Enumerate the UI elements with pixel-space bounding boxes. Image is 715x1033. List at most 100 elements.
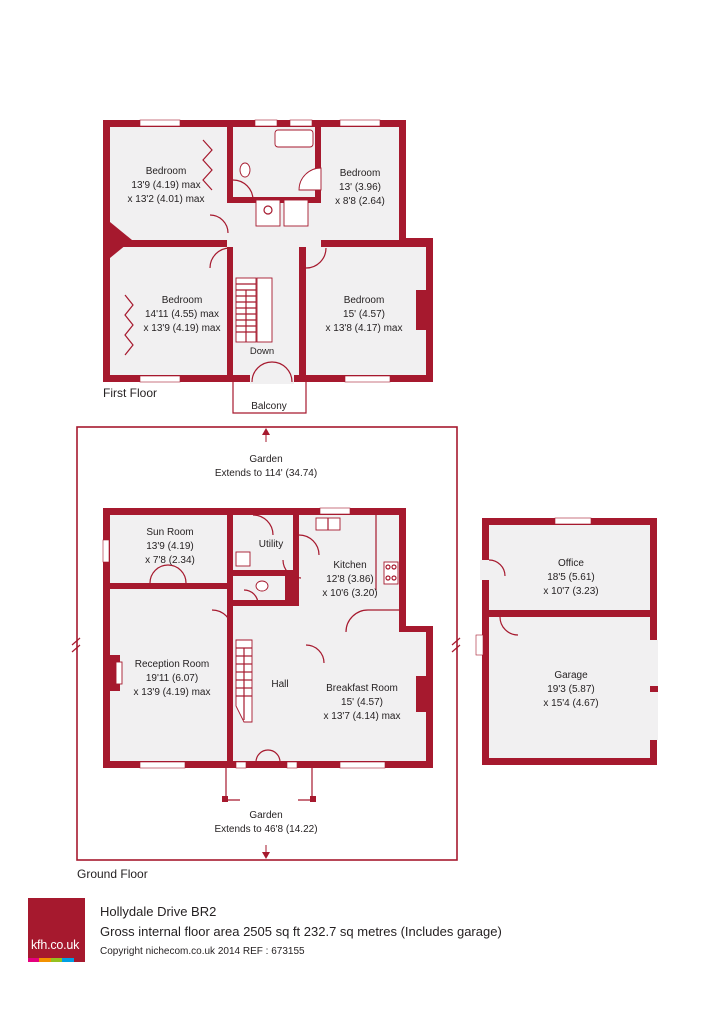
tank-icon xyxy=(263,205,273,215)
hob-icon xyxy=(383,561,399,585)
door-swing xyxy=(209,214,229,234)
porch-pillar xyxy=(310,796,316,802)
floor-area: Gross internal floor area 2505 sq ft 232… xyxy=(100,924,502,939)
window xyxy=(235,761,247,769)
kitchen-dim1: 12'8 (3.86) xyxy=(326,574,374,585)
reception-room-dim1: 19'11 (6.07) xyxy=(146,673,198,684)
garden-front-arrow xyxy=(262,845,270,859)
wc-icon xyxy=(239,162,251,178)
garage-dim2: x 15'4 (4.67) xyxy=(543,698,598,709)
bedroom-3-dim1: 14'11 (4.55) max xyxy=(145,309,219,320)
first-floor-stairs xyxy=(235,277,273,343)
kitchen-link-floor xyxy=(299,515,306,761)
first-floor-label: First Floor xyxy=(103,386,157,400)
kitchen-floor xyxy=(299,515,399,632)
shower-icon xyxy=(298,167,322,191)
office-floor xyxy=(489,525,650,610)
bedroom-1-name: Bedroom xyxy=(146,166,187,177)
garage-floor xyxy=(489,617,650,758)
bedroom-2-dim2: x 8'8 (2.64) xyxy=(335,196,385,207)
balcony-door-gap xyxy=(250,372,294,384)
garden-front-name: Garden xyxy=(249,810,282,821)
reception-room-dim2: x 13'9 (4.19) max xyxy=(134,687,211,698)
logo-stripe xyxy=(28,958,40,962)
kitchen-breakfast-divider xyxy=(345,609,399,633)
logo-stripe xyxy=(62,958,74,962)
garage-pier xyxy=(650,686,658,692)
door-swing xyxy=(211,609,233,631)
breakfast-room-name: Breakfast Room xyxy=(326,683,398,694)
kitchen-name: Kitchen xyxy=(333,560,366,571)
window xyxy=(102,539,110,563)
kfh-logo[interactable]: kfh.co.uk xyxy=(28,898,85,962)
bedroom-4-name: Bedroom xyxy=(344,295,385,306)
door-swing xyxy=(488,559,506,577)
balcony-door-swing xyxy=(251,361,293,383)
kitchen-dim2: x 10'6 (3.20) xyxy=(322,588,377,599)
ground-floor-plan xyxy=(102,507,433,802)
sun-room-dim2: x 7'8 (2.34) xyxy=(145,555,195,566)
hob-ring xyxy=(385,575,391,581)
window xyxy=(139,119,181,127)
breakfast-room-dim1: 15' (4.57) xyxy=(341,697,383,708)
hob-ring xyxy=(391,575,397,581)
window xyxy=(344,375,391,383)
breakfast-room-floor xyxy=(306,632,426,761)
window xyxy=(289,119,313,127)
bedroom-3-floor xyxy=(110,247,227,375)
door-swing xyxy=(149,564,187,584)
door-swing xyxy=(305,247,327,269)
wc-icon xyxy=(255,580,269,592)
sun-room-floor xyxy=(110,515,227,583)
balcony-outline xyxy=(232,382,307,414)
window xyxy=(286,761,298,769)
door-swing xyxy=(499,616,519,636)
airing-cupboard xyxy=(255,199,281,227)
door-swing xyxy=(305,644,325,664)
reception-room-name: Reception Room xyxy=(135,659,209,670)
bedroom-4-floor xyxy=(306,247,426,375)
logo-text: kfh.co.uk xyxy=(31,938,80,952)
garden-front-extent: Extends to 46'8 (14.22) xyxy=(214,824,317,835)
door-swing xyxy=(298,534,320,556)
window xyxy=(475,634,484,656)
ground-floor-stairs xyxy=(235,639,253,723)
garden-rear-name: Garden xyxy=(249,454,282,465)
garage-name: Garage xyxy=(554,670,588,681)
bath-icon xyxy=(274,129,314,148)
landing-cupboard xyxy=(283,199,309,227)
logo-stripe xyxy=(39,958,51,962)
bedroom-3-dim2: x 13'9 (4.19) max xyxy=(144,323,221,334)
bedroom-2-floor xyxy=(321,127,399,240)
bedroom-4-dim1: 15' (4.57) xyxy=(343,309,385,320)
bedroom-1-dim2: x 13'2 (4.01) max xyxy=(128,194,205,205)
hob-ring xyxy=(385,564,391,570)
property-address: Hollydale Drive BR2 xyxy=(100,904,217,919)
fireplace xyxy=(416,676,428,712)
garden-rear-extent: Extends to 114' (34.74) xyxy=(215,468,317,479)
reception-room-floor xyxy=(110,589,227,761)
logo-stripe xyxy=(50,958,63,962)
bedroom-3-name: Bedroom xyxy=(162,295,203,306)
utility-sink-icon xyxy=(235,551,251,567)
logo-stripe xyxy=(73,958,85,962)
hearth-icon xyxy=(115,661,123,685)
garden-rear-arrow xyxy=(262,428,270,442)
window xyxy=(554,517,592,525)
window xyxy=(139,761,186,769)
sun-room-name: Sun Room xyxy=(146,527,193,538)
porch-pillar xyxy=(222,796,228,802)
door-swing xyxy=(282,559,302,579)
office-door-gap xyxy=(480,560,490,580)
bedroom-1-dim1: 13'9 (4.19) max xyxy=(131,180,200,191)
wardrobe-doors-bedroom-1 xyxy=(202,139,213,191)
wardrobe-doors-bedroom-3 xyxy=(124,294,134,356)
garage-dim1: 19'3 (5.87) xyxy=(547,684,595,695)
hob-ring xyxy=(391,564,397,570)
office-dim1: 18'5 (5.61) xyxy=(547,572,595,583)
door-swing xyxy=(252,514,274,536)
door-swing xyxy=(232,179,254,201)
office-name: Office xyxy=(558,558,584,569)
bedroom-2-name: Bedroom xyxy=(340,168,381,179)
